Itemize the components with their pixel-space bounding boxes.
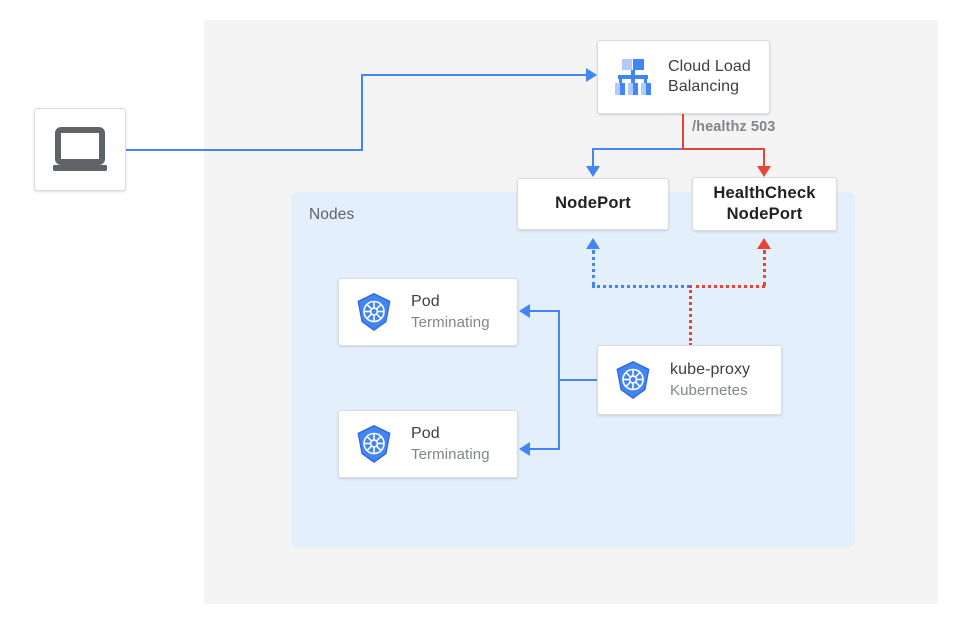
clb-label-line2: Balancing	[668, 78, 740, 95]
cloud-load-balancing-text: Cloud Load Balancing	[668, 57, 751, 98]
healthcheck-nodeport-text: HealthCheck NodePort	[713, 183, 815, 226]
kube-proxy-text: kube-proxy Kubernetes	[670, 360, 750, 400]
edge-clb-to-nodeport-v	[592, 148, 594, 170]
edge-clb-to-nodeport-arrowhead	[586, 166, 600, 177]
kube-proxy-title: kube-proxy	[670, 361, 751, 379]
edge-clb-to-healthcheck-h	[682, 148, 765, 150]
edge-kubeproxy-to-pods-stem	[558, 379, 599, 381]
edge-clb-to-nodeport-h	[592, 148, 683, 150]
nodes-panel-label: Nodes	[309, 206, 355, 223]
edge-kubeproxy-to-pod1-h	[530, 310, 560, 312]
edge-kubeproxy-to-nodeport-arrowhead	[586, 238, 600, 249]
healthcheck-nodeport-node[interactable]: HealthCheck NodePort	[692, 177, 837, 231]
edge-kubeproxy-to-pod2-arrowhead	[519, 442, 530, 456]
kubernetes-icon	[357, 425, 391, 463]
pod-1-text: Pod Terminating	[411, 292, 490, 332]
kubernetes-icon	[616, 361, 650, 399]
pod-2-title: Pod	[411, 425, 440, 443]
edge-clb-to-healthcheck-arrowhead	[757, 166, 771, 177]
kube-proxy-subtitle: Kubernetes	[670, 381, 748, 399]
edge-clb-drop-red	[682, 114, 684, 150]
pod-2-text: Pod Terminating	[411, 424, 490, 464]
kube-proxy-node[interactable]: kube-proxy Kubernetes	[597, 345, 782, 415]
pod-2-status: Terminating	[411, 445, 490, 463]
edge-kubeproxy-to-healthcheck-dotted-v	[763, 250, 766, 286]
edge-clb-to-healthcheck-v	[763, 148, 765, 170]
edge-client-to-clb-segment-h1	[126, 149, 363, 151]
edge-kubeproxy-to-nodeport-dotted-v	[592, 250, 595, 286]
client-node[interactable]	[34, 108, 126, 191]
edge-client-to-clb-arrowhead	[586, 68, 597, 82]
pod-node-1[interactable]: Pod Terminating	[338, 278, 518, 346]
edge-kubeproxy-to-pods-bus	[558, 311, 560, 449]
cloud-load-balancing-node[interactable]: Cloud Load Balancing	[597, 40, 770, 114]
clb-label-line1: Cloud Load	[668, 57, 751, 75]
edge-kubeproxy-to-nodeport-dotted-h	[592, 285, 690, 288]
laptop-icon	[53, 126, 107, 171]
edge-kubeproxy-riser-dotted	[689, 285, 692, 346]
edge-client-to-clb-segment-v	[361, 74, 363, 151]
nodeport-label: NodePort	[555, 194, 631, 213]
pod-1-title: Pod	[411, 293, 440, 311]
nodeport-node[interactable]: NodePort	[517, 178, 669, 230]
healthz-edge-label: /healthz 503	[692, 119, 776, 135]
pod-node-2[interactable]: Pod Terminating	[338, 410, 518, 478]
edge-kubeproxy-to-healthcheck-arrowhead	[757, 238, 771, 249]
pod-1-status: Terminating	[411, 313, 490, 331]
edge-kubeproxy-to-healthcheck-dotted-h	[689, 285, 765, 288]
healthcheck-nodeport-label-line2: NodePort	[726, 205, 803, 223]
edge-kubeproxy-to-pod1-arrowhead	[519, 304, 530, 318]
kubernetes-icon	[357, 293, 391, 331]
edge-client-to-clb-segment-h2	[361, 74, 588, 76]
healthcheck-nodeport-label-line1: HealthCheck	[713, 183, 816, 202]
cloud-load-balancing-icon	[615, 59, 651, 95]
edge-kubeproxy-to-pod2-h	[530, 448, 560, 450]
